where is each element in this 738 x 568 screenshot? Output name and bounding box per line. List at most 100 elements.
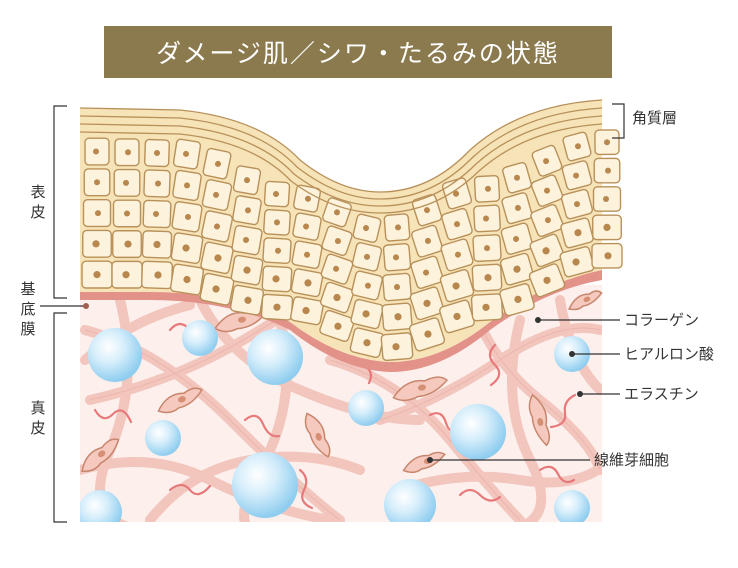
epidermal-cell: [169, 263, 205, 296]
epidermal-cell: [143, 169, 171, 198]
epidermal-cell: [81, 260, 113, 289]
epidermal-cell: [470, 293, 504, 322]
epidermal-cell: [441, 207, 473, 241]
epidermal-cell: [321, 225, 353, 257]
epidermal-cell: [199, 272, 235, 306]
epidermal-cell: [473, 204, 501, 233]
epidermal-cell: [170, 232, 204, 265]
epidermal-cell: [319, 281, 355, 314]
epidermal-cell: [593, 157, 621, 184]
fibroblasts: [81, 290, 603, 474]
title: ダメージ肌／シワ・たるみの状態: [156, 39, 560, 68]
epidermal-cell: [263, 180, 291, 208]
epidermal-cell: [231, 224, 263, 256]
epidermal-cell: [320, 253, 354, 285]
stratum-corneum-lines: [79, 99, 603, 214]
epidermal-cell: [561, 160, 593, 191]
epidermal-cell: [594, 129, 620, 156]
label-epidermis: 表皮: [30, 183, 46, 221]
epidermal-cell: [352, 213, 382, 243]
epidermal-cell: [290, 268, 324, 298]
epidermal-cell: [439, 299, 475, 334]
epidermal-cell: [292, 184, 322, 213]
epidermal-cell: [261, 265, 293, 293]
epidermal-cell: [351, 242, 383, 272]
epidermal-cell: [140, 260, 174, 290]
epidermal-cell: [471, 263, 503, 292]
epidermal-cell: [383, 213, 411, 242]
epidermal-cell: [560, 217, 594, 249]
label-elastin: エラスチン: [624, 385, 699, 403]
epidermal-cell: [380, 332, 414, 362]
epidermal-cell: [351, 270, 383, 301]
epidermal-cell: [382, 272, 412, 302]
epidermal-cell: [382, 242, 412, 272]
epidermal-cell: [84, 137, 110, 166]
epidermal-cell: [202, 147, 232, 180]
epidermal-cell: [409, 286, 445, 321]
epidermal-cell: [473, 174, 501, 203]
epidermal-cell: [292, 212, 322, 241]
epidermal-cell: [172, 169, 202, 202]
epidermal-cell: [592, 214, 622, 241]
hyaluronic-bubbles: [80, 320, 590, 522]
epidermal-cell: [290, 296, 324, 326]
epidermal-cell: [143, 138, 171, 168]
epidermal-cell: [411, 224, 443, 258]
epidermal-cell: [111, 260, 143, 289]
epidermal-cell: [232, 165, 262, 196]
epidermal-cell: [530, 174, 564, 207]
epidermal-cell: [591, 242, 623, 269]
epidermal-cell: [500, 222, 534, 255]
epidermal-cell: [82, 198, 112, 228]
epidermal-cell: [113, 168, 141, 197]
epidermal-cell: [440, 238, 474, 272]
epidermal-cell: [171, 201, 203, 233]
label-fibroblast: 線維芽細胞: [594, 451, 670, 469]
epidermal-cell: [349, 327, 385, 359]
epidermal-cell: [232, 195, 262, 226]
epidermal-cell: [262, 237, 292, 265]
label-stratum-corneum: 角質層: [632, 109, 678, 127]
epidermal-cell: [501, 192, 533, 225]
epidermal-cell: [201, 210, 233, 243]
epidermal-cell: [172, 138, 202, 170]
epidermal-cell: [381, 302, 413, 332]
epidermal-cell: [112, 230, 142, 259]
epidermal-cell: [322, 197, 352, 228]
epidermal-cell: [560, 188, 594, 220]
epidermal-cell: [502, 161, 532, 194]
epidermal-cell: [529, 233, 565, 268]
epidermal-cell: [350, 298, 384, 330]
epidermal-cell: [499, 283, 535, 317]
epidermal-cell: [200, 241, 234, 275]
epidermal-cell: [229, 284, 265, 316]
epidermal-cell: [82, 229, 112, 258]
epidermal-cell: [472, 234, 502, 263]
epidermal-cell: [592, 186, 622, 212]
epidermal-cell: [319, 309, 355, 342]
label-collagen: コラーゲン: [624, 311, 700, 329]
epidermal-cell: [291, 240, 323, 270]
epidermal-cell: [530, 204, 564, 238]
epidermal-cell: [410, 255, 444, 289]
epidermal-cell: [83, 168, 111, 197]
epidermal-cell: [201, 179, 233, 212]
epidermal-cell: [499, 252, 535, 286]
epidermal-cell: [562, 131, 592, 162]
label-hyaluronic-acid: ヒアルロン酸: [624, 345, 714, 363]
epidermal-cells: [81, 129, 623, 362]
epidermal-cell: [114, 138, 140, 167]
epidermal-cell: [528, 263, 566, 298]
epidermal-cell: [230, 254, 264, 286]
epidermal-cell: [112, 199, 142, 228]
title-banner: ダメージ肌／シワ・たるみの状態: [104, 26, 612, 78]
label-lines: [40, 103, 625, 523]
label-dermis: 真皮: [30, 399, 46, 437]
epidermal-cell: [408, 317, 446, 352]
epidermal-cell: [142, 199, 172, 229]
label-basement-membrane: 基底膜: [20, 280, 36, 338]
epidermal-cell: [260, 293, 294, 321]
epidermal-cell: [141, 230, 173, 259]
